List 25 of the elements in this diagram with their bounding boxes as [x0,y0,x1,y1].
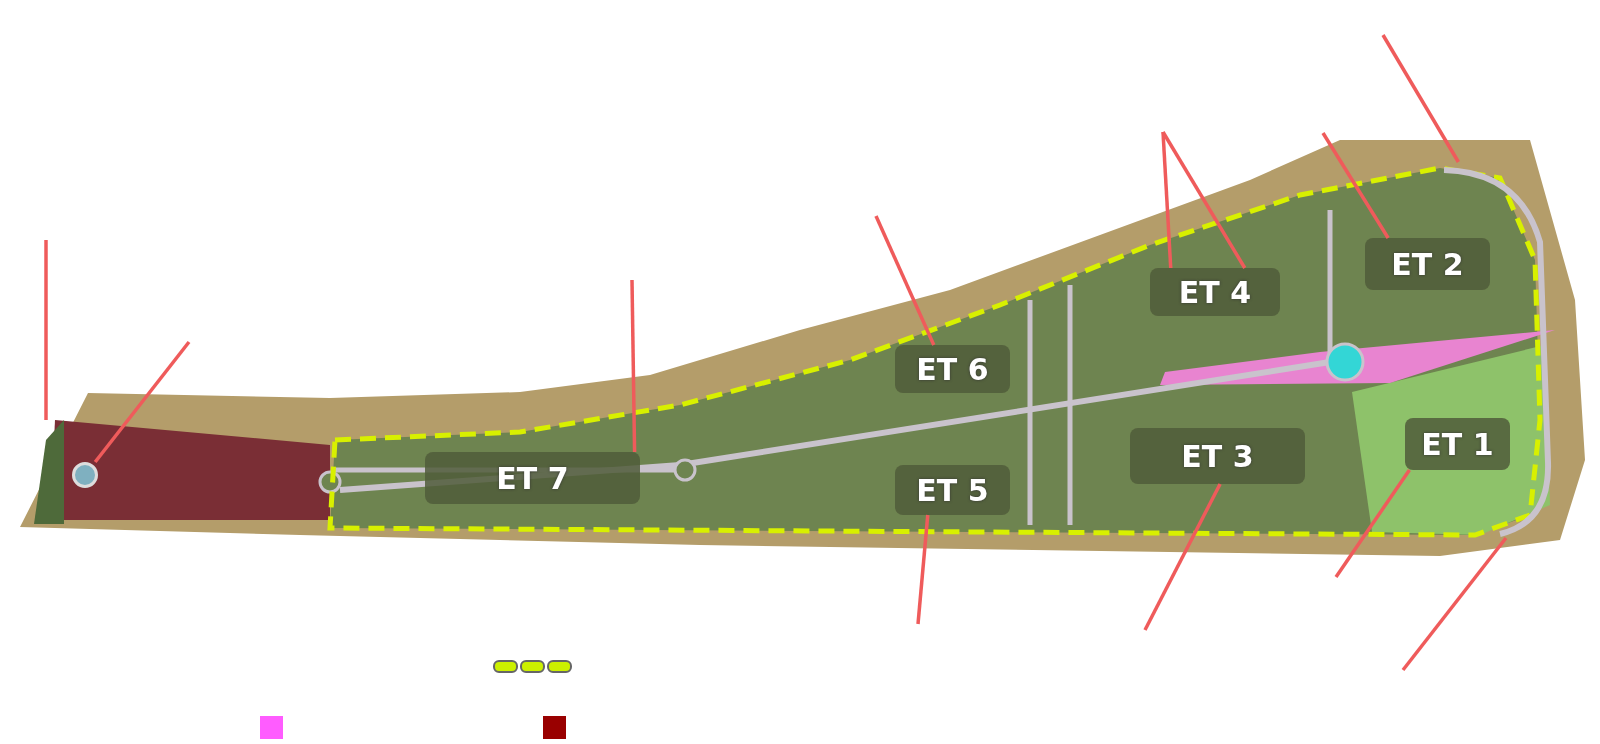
zone-area [1405,418,1510,470]
zone-label: ET 6 [916,351,989,387]
zone-label: ET 2 [1391,246,1464,282]
zone-area [1130,428,1305,484]
leader-line [93,340,191,464]
zone-label: ET 1 [1421,426,1494,462]
leader-line [1321,132,1390,239]
zone-label: ET 5 [916,472,989,508]
zone-label: ET 4 [1178,274,1252,310]
leader-line [1143,483,1222,631]
leader-line [1161,131,1247,269]
zone-area [895,345,1010,393]
leader-line [630,279,637,453]
leader-line [916,514,930,625]
zone-area [1150,268,1280,316]
leader-line [1161,131,1173,269]
zone-area [1365,238,1490,290]
zone-area [895,465,1010,515]
zone-area [425,452,640,504]
leader-line [1334,469,1411,578]
leader-line [1401,536,1508,672]
zone-label: ET 7 [496,460,569,496]
zone-label: ET 3 [1181,438,1254,474]
leader-line [874,215,936,346]
leader-line [44,240,48,420]
